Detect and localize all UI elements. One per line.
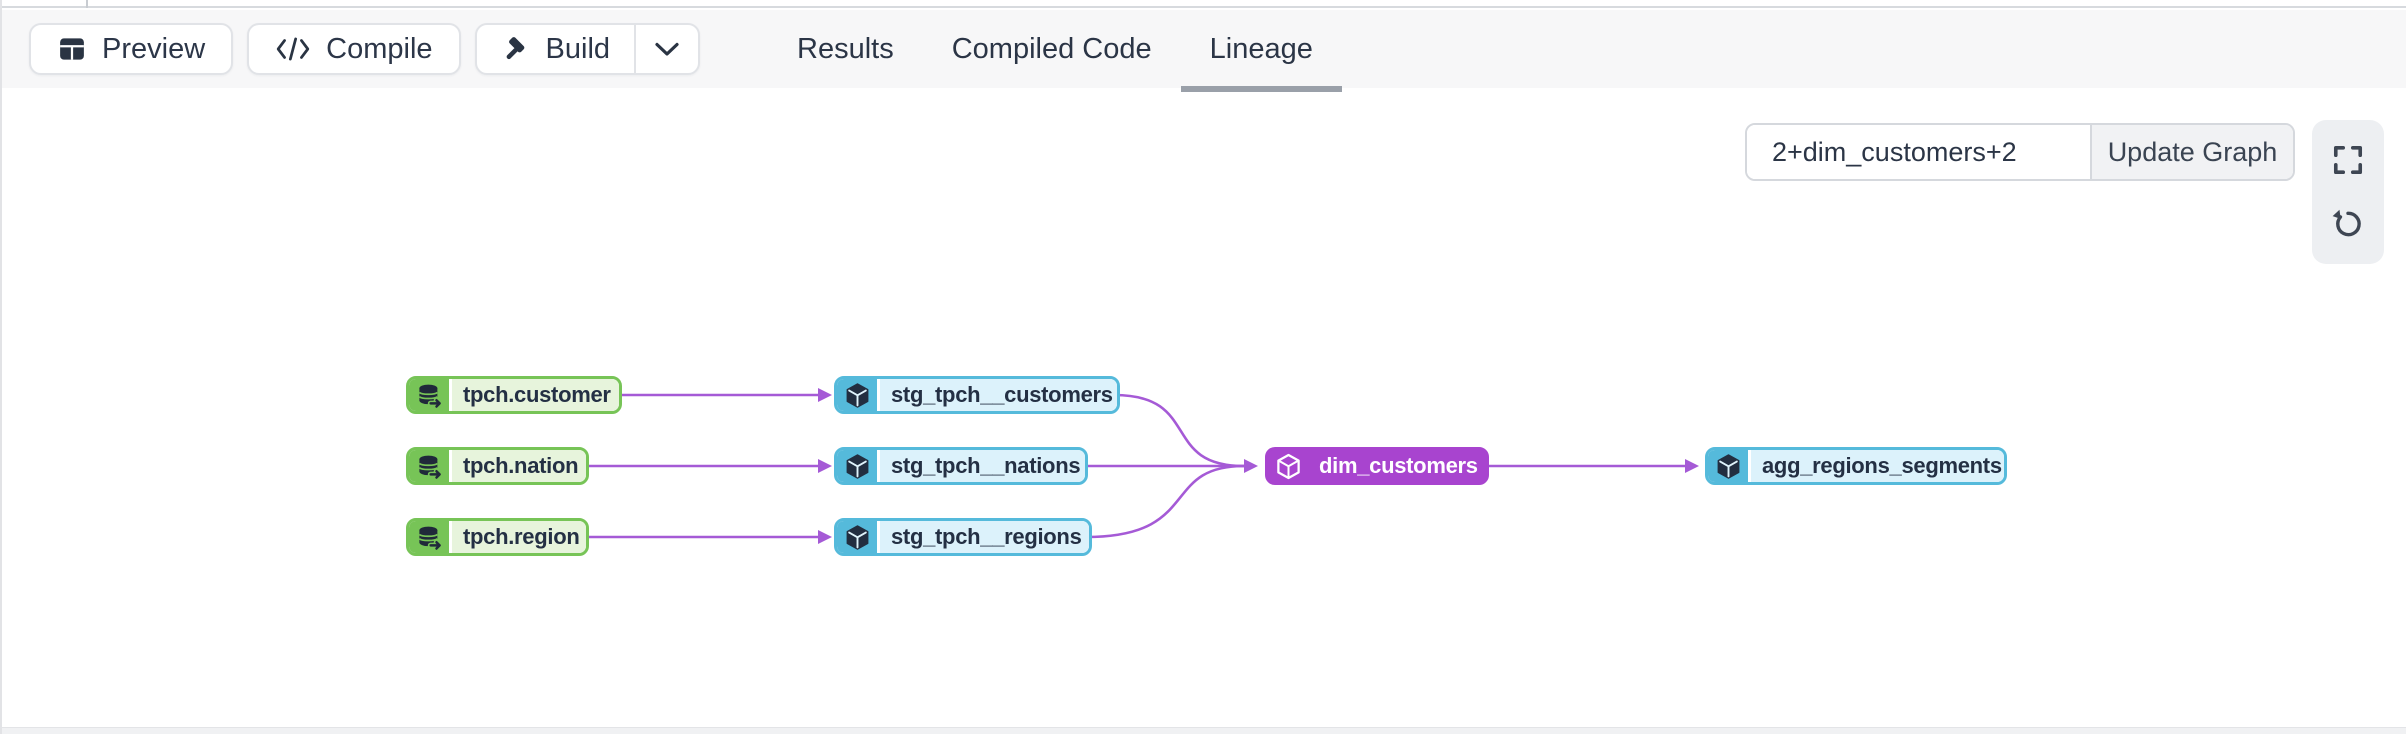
database-icon [409, 379, 449, 411]
cube-icon [837, 450, 877, 482]
graph-controls-panel [2312, 120, 2384, 264]
editor-strip-divider [86, 0, 88, 8]
editor-bottom-strip [2, 0, 2406, 8]
update-graph-button[interactable]: Update Graph [2090, 125, 2293, 179]
lineage-node-model[interactable]: stg_tpch__customers [834, 376, 1120, 414]
build-button-group: Build [474, 23, 701, 75]
cube-icon [1708, 450, 1748, 482]
cube-icon [837, 521, 877, 553]
build-button-label: Build [545, 32, 611, 65]
node-label: tpch.nation [452, 450, 586, 482]
tab-lineage[interactable]: Lineage [1180, 10, 1343, 92]
build-options-button[interactable] [634, 25, 698, 73]
node-label: stg_tpch__nations [880, 450, 1085, 482]
reset-view-icon [2332, 208, 2364, 240]
database-icon [409, 521, 449, 553]
hammer-icon [501, 34, 531, 64]
node-label: dim_customers [1308, 450, 1486, 482]
tab-results[interactable]: Results [768, 10, 923, 88]
model-selector-input[interactable] [1747, 125, 2090, 179]
lineage-node-model[interactable]: stg_tpch__nations [834, 447, 1088, 485]
build-button[interactable]: Build [477, 25, 635, 73]
node-label: stg_tpch__regions [880, 521, 1089, 553]
tab-compiled-code-label: Compiled Code [951, 32, 1152, 65]
cube-icon [837, 379, 877, 411]
tab-compiled-code[interactable]: Compiled Code [923, 10, 1181, 88]
compile-button-label: Compile [326, 32, 433, 65]
lineage-node-model[interactable]: agg_regions_segments [1705, 447, 2007, 485]
node-label: agg_regions_segments [1751, 450, 2004, 482]
toolbar: Preview Compile [2, 10, 2406, 92]
preview-button[interactable]: Preview [29, 23, 234, 75]
result-tabs: Results Compiled Code Lineage [768, 10, 1343, 92]
table-icon [57, 34, 87, 64]
lineage-canvas[interactable] [2, 88, 2406, 727]
lineage-node-source[interactable]: tpch.region [406, 518, 589, 556]
lineage-node-source[interactable]: tpch.nation [406, 447, 589, 485]
tab-lineage-label: Lineage [1209, 32, 1313, 65]
cube-icon [1268, 450, 1308, 482]
tab-results-label: Results [797, 32, 894, 65]
node-label: tpch.customer [452, 379, 619, 411]
chevron-down-icon [654, 41, 680, 58]
update-graph-label: Update Graph [2107, 136, 2278, 167]
lineage-node-model[interactable]: stg_tpch__regions [834, 518, 1092, 556]
fullscreen-button[interactable] [2324, 136, 2372, 184]
model-selector-group: Update Graph [1745, 123, 2295, 181]
compile-button[interactable]: Compile [247, 23, 461, 75]
fullscreen-icon [2331, 143, 2365, 177]
lineage-node-selected-model[interactable]: dim_customers [1265, 447, 1489, 485]
reset-view-button[interactable] [2324, 200, 2372, 248]
code-icon [275, 35, 311, 63]
database-icon [409, 450, 449, 482]
node-label: tpch.region [452, 521, 586, 553]
node-label: stg_tpch__customers [880, 379, 1117, 411]
preview-button-label: Preview [102, 32, 206, 65]
bottom-strip [2, 727, 2406, 734]
lineage-node-source[interactable]: tpch.customer [406, 376, 622, 414]
